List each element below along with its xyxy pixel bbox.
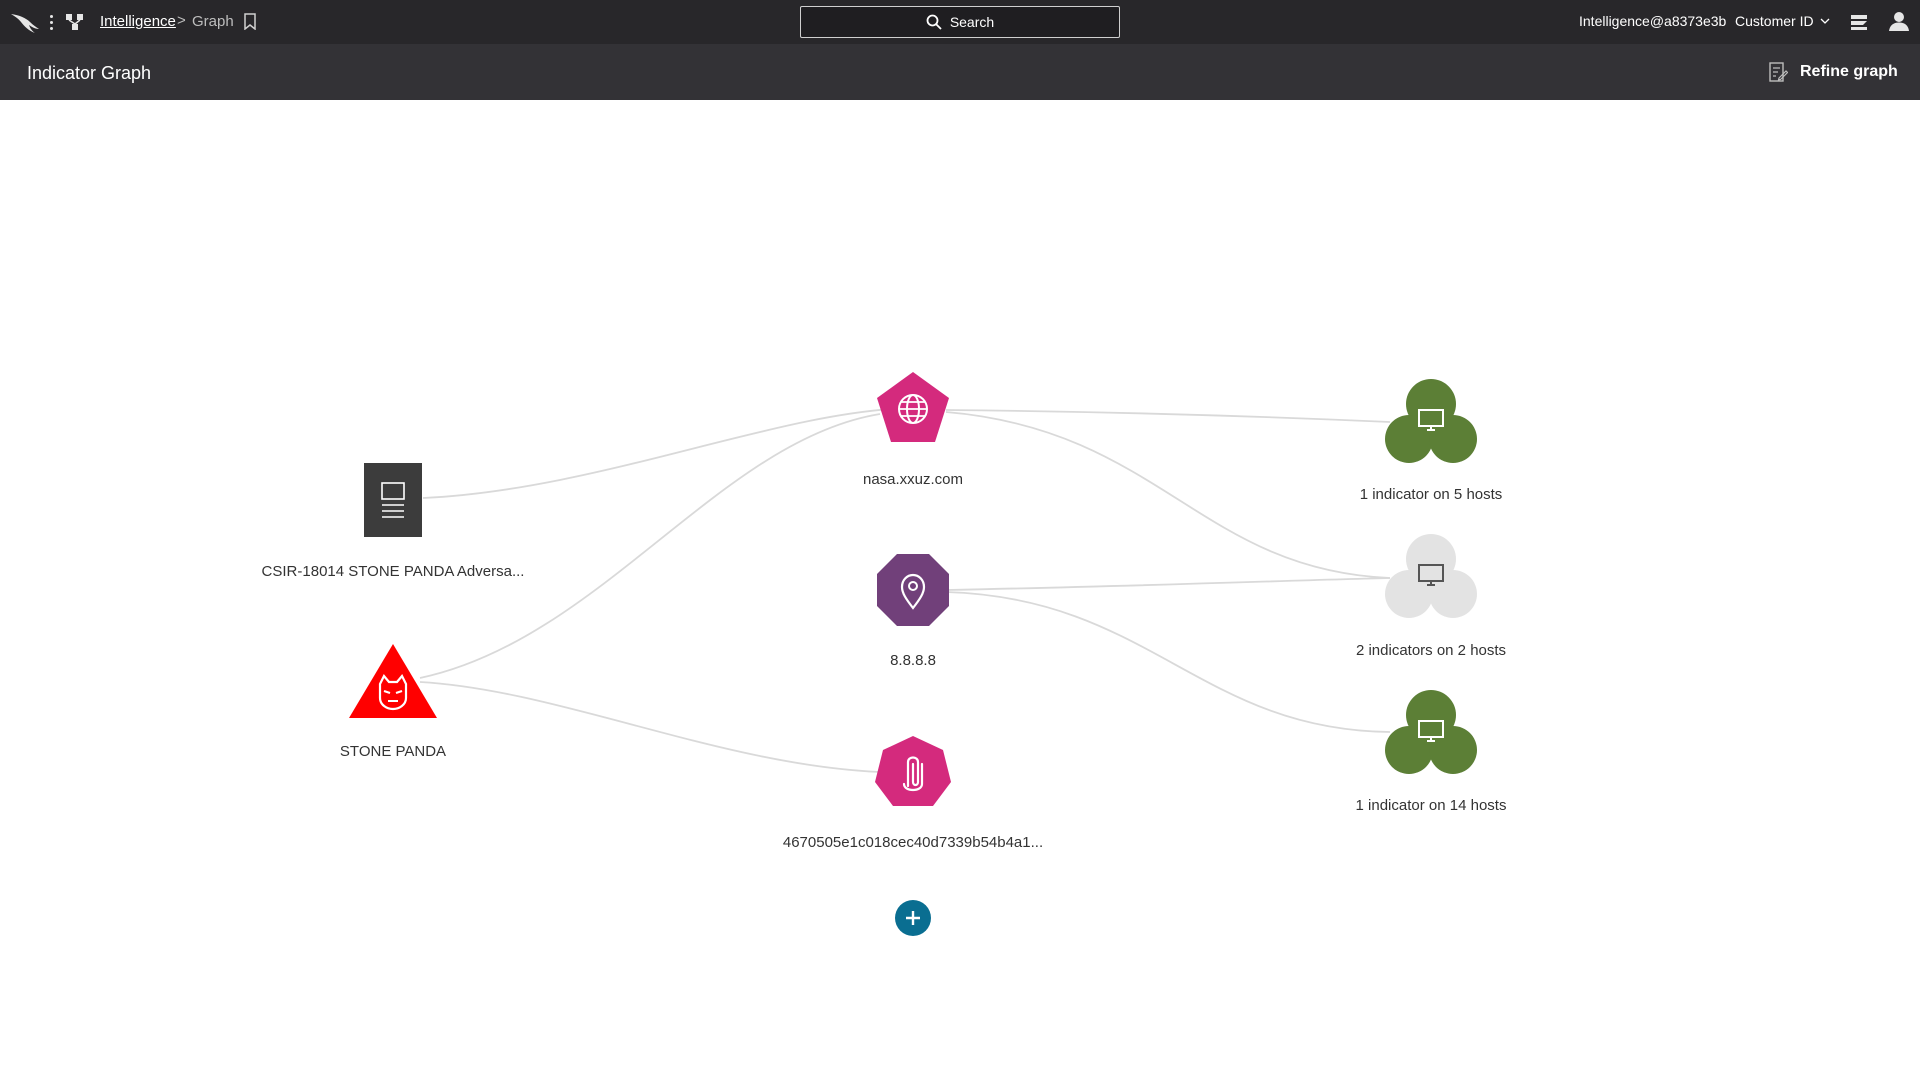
hash-node-label: 4670505e1c018cec40d7339b54b4a1...: [782, 834, 1044, 851]
ip-node[interactable]: [875, 552, 951, 628]
adversary-node[interactable]: [347, 642, 439, 720]
hosts-node-5-hosts[interactable]: [1385, 378, 1477, 466]
hosts-node-5-hosts-label: 1 indicator on 5 hosts: [1359, 486, 1503, 503]
breadcrumb-separator: >: [177, 12, 186, 29]
edge-ip-hostsc: [945, 591, 1391, 733]
search-button[interactable]: Search: [800, 6, 1120, 38]
hosts-node-2-hosts-label: 2 indicators on 2 hosts: [1355, 642, 1507, 659]
report-node-label: CSIR-18014 STONE PANDA Adversa...: [261, 563, 525, 580]
graph-edges: [419, 407, 1391, 773]
search-icon: [926, 14, 942, 30]
location-pin-icon: [877, 554, 949, 626]
hosts-node-14-hosts[interactable]: [1385, 689, 1477, 777]
paperclip-icon: [875, 736, 951, 806]
globe-icon: [877, 372, 949, 442]
top-navigation-bar: Intelligence > Graph Search Intelligence…: [0, 0, 1920, 44]
edge-adversary-hash: [419, 681, 881, 773]
edge-domain-hostsa: [945, 409, 1391, 423]
hosts-node-2-hosts[interactable]: [1385, 533, 1477, 621]
edit-document-icon: [1769, 62, 1788, 82]
add-node-button[interactable]: [895, 900, 931, 936]
falcon-logo-icon[interactable]: [10, 8, 40, 36]
edge-adversary-domain: [419, 413, 881, 679]
hosts-node-14-hosts-label: 1 indicator on 14 hosts: [1355, 797, 1507, 814]
user-account-label[interactable]: Intelligence@a8373e3b: [1579, 13, 1727, 29]
app-graph-icon[interactable]: [65, 12, 85, 32]
chevron-down-icon: [1820, 18, 1830, 24]
domain-node-label: nasa.xxuz.com: [862, 471, 964, 488]
edge-ip-hostsb: [945, 577, 1391, 591]
page-title: Indicator Graph: [27, 63, 152, 83]
hash-node[interactable]: [875, 734, 951, 808]
edge-report-domain: [422, 407, 914, 499]
user-profile-icon[interactable]: [1888, 10, 1910, 32]
report-node[interactable]: [364, 463, 422, 537]
host-monitor-icon: [1385, 534, 1477, 618]
customer-id-label: Customer ID: [1735, 13, 1814, 29]
refine-graph-button[interactable]: Refine graph: [1768, 60, 1898, 84]
plus-icon: [906, 911, 920, 925]
customer-id-dropdown[interactable]: Customer ID: [1735, 13, 1830, 29]
search-label: Search: [949, 14, 995, 30]
indicator-graph-canvas[interactable]: CSIR-18014 STONE PANDA Adversa... STONE …: [0, 100, 1920, 1080]
page-header: Indicator Graph Refine graph: [0, 44, 1920, 100]
adversary-node-label: STONE PANDA: [339, 743, 447, 760]
refine-graph-label: Refine graph: [1800, 63, 1898, 80]
host-monitor-icon: [1385, 690, 1477, 774]
notifications-icon[interactable]: [1848, 11, 1870, 33]
domain-node[interactable]: [875, 370, 951, 444]
breadcrumb-intelligence-link[interactable]: Intelligence: [100, 13, 176, 30]
bookmark-icon[interactable]: [243, 13, 257, 30]
breadcrumb-current-page: Graph: [192, 13, 234, 30]
adversary-mask-icon: [349, 644, 437, 718]
host-monitor-icon: [1385, 379, 1477, 463]
ip-node-label: 8.8.8.8: [890, 652, 936, 669]
kebab-menu-icon[interactable]: [47, 12, 55, 32]
edge-domain-hostsb: [945, 411, 1391, 579]
report-document-icon: [364, 463, 422, 537]
